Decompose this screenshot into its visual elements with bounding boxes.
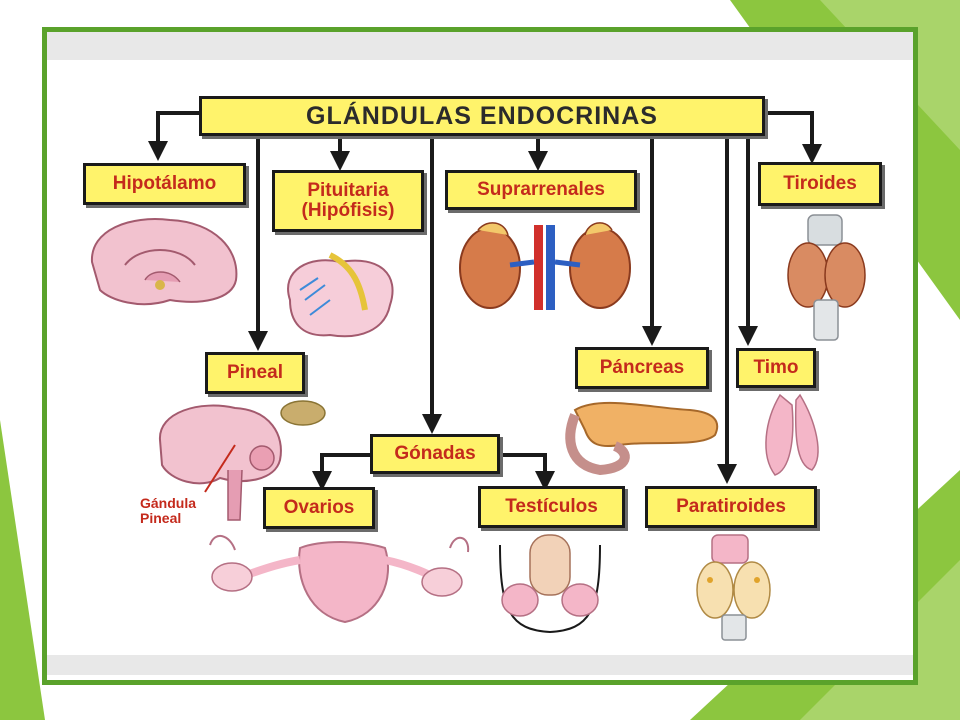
label-pancreas: Páncreas: [575, 347, 709, 389]
testes-illustration: [499, 534, 601, 634]
diagram-title: GLÁNDULAS ENDOCRINAS: [199, 96, 765, 136]
pineal-caption-line2: Pineal: [140, 509, 182, 526]
label-hipotalamo: Hipotálamo: [83, 163, 246, 205]
label-tiroides: Tiroides: [758, 162, 882, 206]
pineal-caption: Gándula Pineal: [140, 496, 196, 525]
label-pituitaria-line2: (Hipófisis): [301, 200, 395, 221]
label-ovarios: Ovarios: [263, 487, 375, 529]
label-paratiroides: Paratiroides: [645, 486, 817, 528]
arrow-to-tiroides: [765, 111, 822, 164]
image-top-strip: [47, 32, 913, 60]
uterus-illustration: [209, 535, 470, 624]
parathyroid-illustration: [696, 534, 771, 641]
brain-illustration: [90, 218, 238, 306]
bottom-left-green-shape: [0, 420, 45, 720]
pineal-brain-illustration: [158, 400, 326, 521]
pituitary-illustration: [287, 252, 394, 338]
pancreas-illustration: [565, 401, 719, 476]
label-timo: Timo: [736, 348, 816, 388]
label-pituitaria-line1: Pituitaria: [307, 180, 389, 202]
arrow-to-ovarios: [312, 453, 370, 491]
pineal-caption-line1: Gándula: [140, 495, 197, 511]
thymus-illustration: [765, 393, 819, 476]
label-testiculos: Testículos: [478, 486, 625, 528]
label-pineal: Pineal: [205, 352, 305, 394]
connector-lines: [148, 111, 822, 491]
image-bottom-strip: [47, 655, 913, 675]
label-pituitaria: Pituitaria (Hipófisis): [272, 170, 424, 232]
label-gonadas: Gónadas: [370, 434, 500, 474]
arrow-to-hipotalamo: [148, 111, 202, 161]
label-suprarrenales: Suprarrenales: [445, 170, 637, 210]
kidneys-illustration: [459, 222, 631, 310]
arrow-to-testiculos: [500, 453, 555, 491]
thyroid-illustration: [787, 214, 866, 341]
